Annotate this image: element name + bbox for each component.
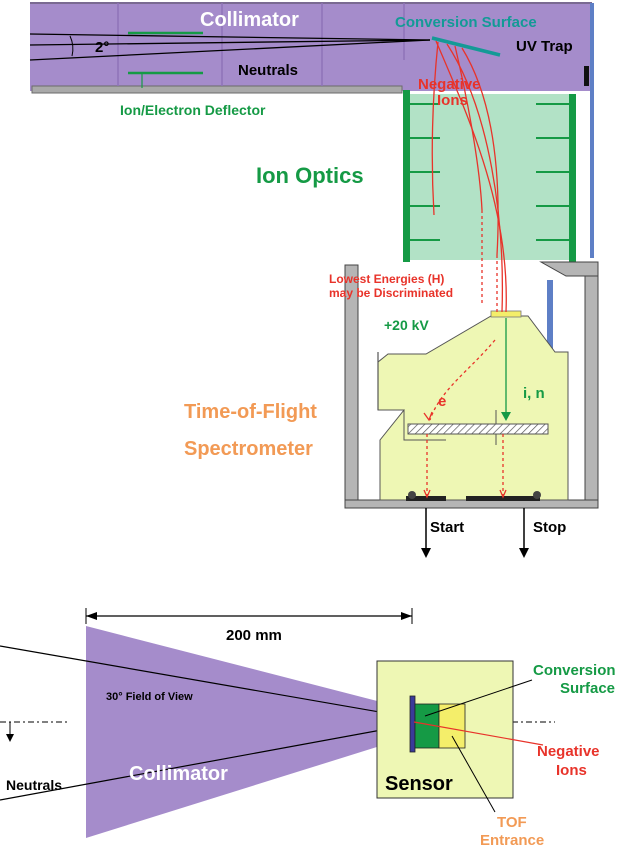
conversion-label-line1: Conversion	[533, 662, 616, 679]
negative-ions-line1: Negative	[537, 743, 600, 760]
collimator-title: Collimator	[200, 9, 299, 31]
deflector-label: Ion/Electron Deflector	[120, 102, 266, 118]
uv-trap-label: UV Trap	[516, 38, 573, 55]
sensor-label: Sensor	[385, 773, 453, 795]
start-label: Start	[430, 519, 464, 536]
ion-optics-label: Ion Optics	[256, 163, 364, 188]
voltage-label: +20 kV	[384, 317, 429, 333]
negative-ions-line2: Ions	[556, 762, 587, 779]
angle-label: 2°	[95, 39, 109, 56]
lowest-energies-line2: may be Discriminated	[329, 286, 453, 300]
fov-label: 30° Field of View	[106, 691, 193, 703]
ion-optics-section	[403, 90, 576, 262]
start-arrowhead	[421, 548, 431, 558]
neutrals-label: Neutrals	[238, 62, 298, 79]
ion-trajectories	[423, 40, 507, 499]
bottom-collimator	[86, 626, 412, 838]
tof-entrance-line2: Entrance	[480, 832, 544, 849]
bottom-neutrals-label: Neutrals	[6, 777, 62, 793]
e-label: e	[438, 393, 446, 410]
i-n-label: i, n	[523, 385, 545, 402]
stop-label: Stop	[533, 519, 566, 536]
ions-label: Ions	[437, 92, 468, 109]
tof-label-line2: Spectrometer	[184, 438, 313, 460]
conversion-surface-label: Conversion Surface	[395, 14, 537, 31]
tof-entrance-line1: TOF	[497, 814, 527, 831]
collimator-body	[29, 2, 594, 258]
dimension-label: 200 mm	[226, 627, 282, 644]
tof-label-line1: Time-of-Flight	[184, 401, 317, 423]
lowest-energies-line1: Lowest Energies (H)	[329, 272, 444, 286]
conversion-label-line2: Surface	[560, 680, 615, 697]
negative-label: Negative	[418, 76, 481, 93]
ion-path-arrowhead	[501, 412, 511, 421]
top-cross-section: Collimator 2° Conversion Surface UV Trap…	[29, 2, 599, 558]
tof-housing	[344, 261, 599, 509]
bottom-collimator-label: Collimator	[129, 763, 228, 785]
bottom-top-view: 200 mm 30° Field of View Collimator Neut…	[0, 608, 616, 849]
stop-arrowhead	[519, 548, 529, 558]
